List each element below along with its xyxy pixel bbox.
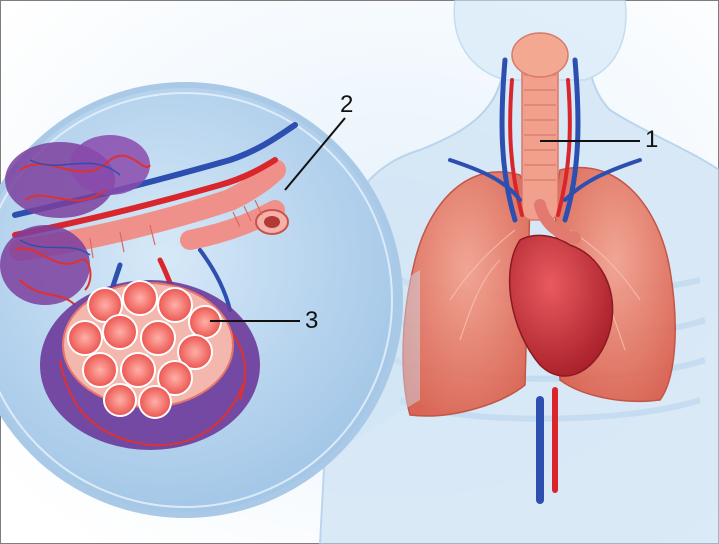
- callout-label-3: 3: [305, 309, 318, 333]
- alveolar-sac: [40, 280, 260, 450]
- callout-label-2: 2: [340, 93, 353, 117]
- callout-label-1: 1: [645, 128, 658, 152]
